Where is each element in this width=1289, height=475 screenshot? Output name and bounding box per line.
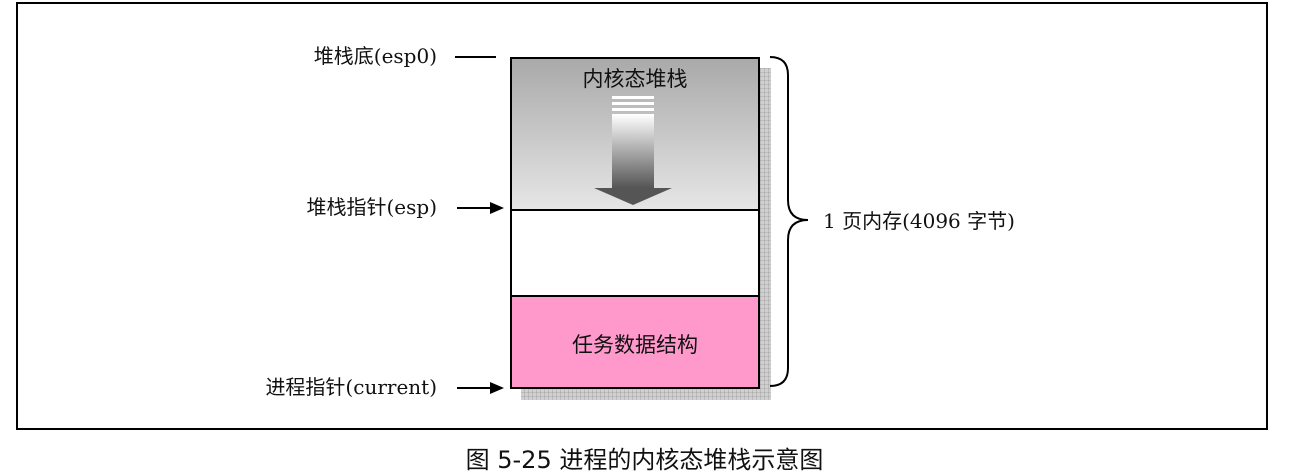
stack-bottom-label: 堆栈底(esp0) (314, 44, 437, 68)
stack-growth-arrow (594, 96, 672, 205)
stack-pointer-label: 堆栈指针(esp) (306, 195, 437, 219)
page-brace (769, 56, 809, 387)
task-struct-label: 任务数据结构 (572, 333, 698, 357)
task-struct-block (510, 295, 760, 389)
process-pointer-label: 进程指针(current) (265, 375, 437, 399)
free-stack-space (510, 209, 760, 297)
kernel-stack-label: 内核态堆栈 (583, 67, 688, 91)
process-pointer-arrow (457, 382, 504, 394)
stack-pointer-arrow (457, 202, 504, 214)
figure-caption: 图 5-25 进程的内核态堆栈示意图 (465, 446, 824, 474)
page-size-label: 1 页内存(4096 字节) (823, 209, 1015, 233)
